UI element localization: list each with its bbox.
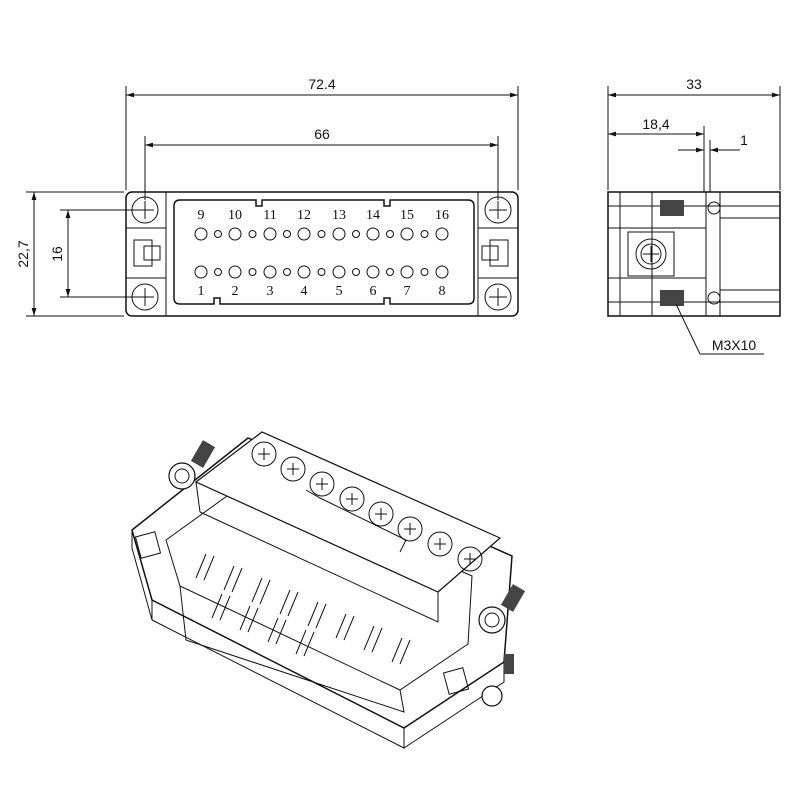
pin-label: 14	[366, 208, 380, 223]
pin-label: 12	[297, 208, 311, 223]
pin-label: 8	[439, 284, 446, 299]
pin-label: 1	[198, 284, 205, 299]
contact-hole	[366, 227, 380, 241]
pin-label: 4	[301, 284, 308, 299]
contact-hole	[194, 227, 208, 241]
aux-hole	[317, 230, 326, 238]
upper-screw-thread-icon	[660, 200, 721, 216]
contact-hole	[366, 265, 380, 279]
aux-hole	[248, 268, 257, 276]
aux-hole	[214, 230, 222, 238]
screw-top-right-icon	[484, 196, 512, 224]
top-terminal-screws-icon	[251, 441, 483, 572]
contact-hole	[263, 227, 277, 241]
side-view	[607, 191, 781, 317]
pin-hole-grid	[194, 227, 449, 279]
aux-hole	[317, 268, 326, 276]
contact-hole	[332, 265, 346, 279]
contact-hole	[228, 265, 242, 279]
screw-bottom-right-icon	[484, 283, 512, 311]
dimension-pin-row-span: 16	[49, 246, 65, 262]
aux-hole	[420, 230, 429, 238]
iso-pins-icon	[195, 553, 411, 665]
pin-label: 6	[370, 284, 377, 299]
dimension-side-offset: 18,4	[642, 116, 669, 132]
pin-label: 13	[332, 208, 346, 223]
contact-hole	[263, 265, 277, 279]
aux-hole	[214, 268, 222, 276]
side-dimensions: 33 18,4 1 M3X10	[607, 76, 781, 355]
pin-label: 16	[435, 208, 449, 223]
contact-hole	[435, 227, 449, 241]
aux-hole	[420, 268, 429, 276]
pin-label: 11	[263, 208, 276, 223]
dimension-side-depth: 33	[686, 76, 702, 92]
aux-hole	[283, 230, 291, 238]
pin-label: 3	[267, 284, 274, 299]
right-latch-icon	[481, 239, 509, 267]
isometric-view	[131, 431, 526, 749]
left-latch-icon	[133, 239, 161, 267]
terminal-screw-icon	[627, 231, 675, 277]
pin-label: 2	[232, 284, 239, 299]
dimension-overall-height: 22,7	[15, 240, 31, 267]
aux-hole	[386, 230, 394, 238]
lower-screw-thread-icon	[660, 290, 721, 306]
front-view: 9 10 11 12 13 14 15 16 1 2 3 4 5 6 7 8	[125, 191, 519, 317]
pin-label: 5	[336, 284, 343, 299]
aux-hole	[386, 268, 394, 276]
contact-hole	[435, 265, 449, 279]
screw-spec-label: M3X10	[712, 337, 757, 353]
aux-hole	[352, 268, 360, 276]
pin-label: 15	[400, 208, 414, 223]
contact-hole	[332, 227, 346, 241]
contact-hole	[297, 265, 311, 279]
front-dimensions: 72.4 66 22,7 16	[15, 76, 519, 317]
pin-label: 7	[404, 284, 411, 299]
aux-hole	[352, 230, 360, 238]
contact-hole	[228, 227, 242, 241]
aux-hole	[283, 268, 291, 276]
pin-label: 9	[198, 208, 205, 223]
contact-hole	[297, 227, 311, 241]
dimension-side-small: 1	[740, 132, 748, 148]
contact-hole	[194, 265, 208, 279]
dimension-screw-spacing: 66	[314, 126, 330, 142]
contact-hole	[400, 265, 414, 279]
contact-hole	[400, 227, 414, 241]
iso-fixing-screw-icon	[168, 440, 526, 707]
dimension-overall-width: 72.4	[308, 76, 335, 92]
pin-label: 10	[228, 208, 242, 223]
aux-hole	[248, 230, 257, 238]
